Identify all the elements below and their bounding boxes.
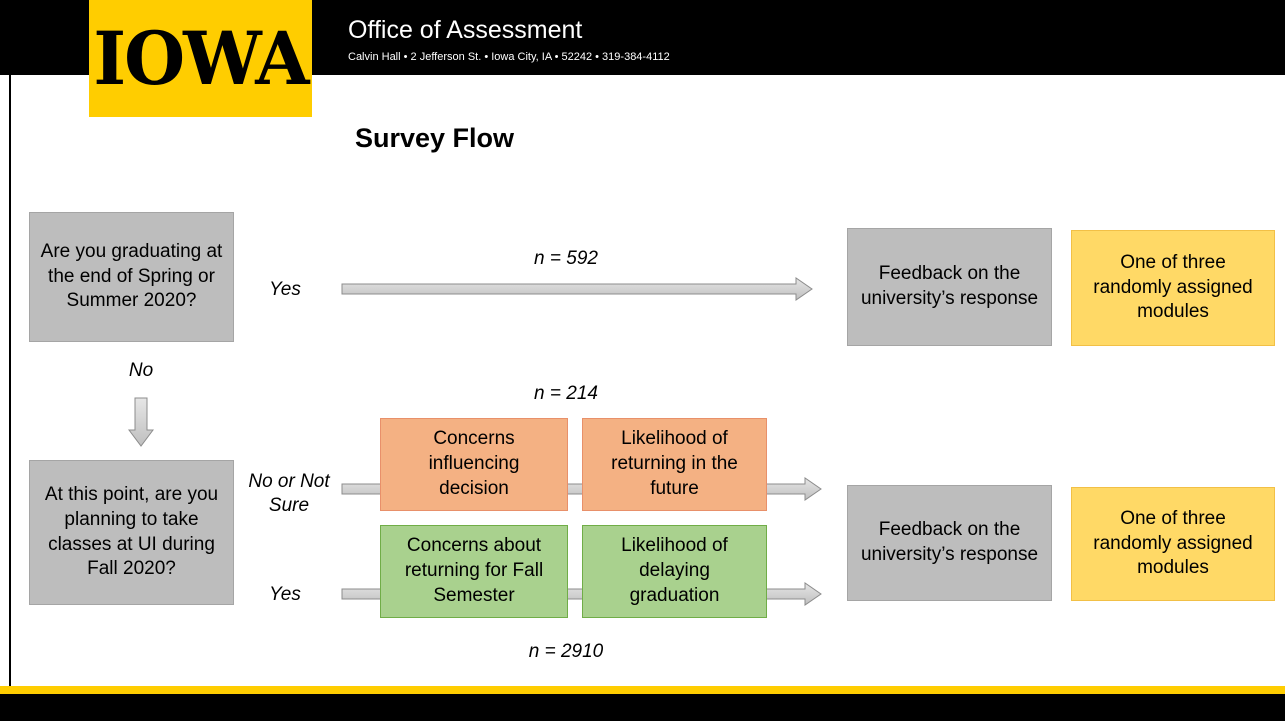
feedback-text-bottom: Feedback on the university’s response [860,519,1039,565]
concerns-decision-text: Concerns influencing decision [428,428,520,499]
label-n-214: n = 214 [534,383,598,404]
logo-text: IOWA [93,14,309,103]
arrow-graduating-yes [341,277,813,301]
likelihood-delay-box: Likelihood of delaying graduation [582,525,767,618]
modules-box-top: One of three randomly assigned modules [1071,230,1275,346]
question-planning-text: At this point, are you planning to take … [44,484,219,580]
label-n-2910: n = 2910 [528,641,604,662]
concerns-decision-box: Concerns influencing decision [380,418,568,511]
feedback-box-top: Feedback on the university’s response [847,228,1052,346]
iowa-logo: IOWA [89,0,312,117]
likelihood-delay-text: Likelihood of delaying graduation [621,535,728,606]
label-q1-yes: Yes [269,279,301,300]
label-no-or-not-sure: No or Not Sure [248,471,330,516]
page-title: Survey Flow [355,123,515,153]
concerns-fall-box: Concerns about returning for Fall Semest… [380,525,568,618]
label-q1-no: No [128,360,154,381]
question-graduating-text: Are you graduating at the end of Spring … [40,240,223,312]
arrow-q1-no [128,397,154,447]
office-address: Calvin Hall • 2 Jefferson St. • Iowa Cit… [348,51,670,63]
concerns-fall-text: Concerns about returning for Fall Semest… [404,535,544,606]
likelihood-returning-text: Likelihood of returning in the future [611,428,738,499]
question-planning-box: At this point, are you planning to take … [29,460,234,605]
left-border [9,75,11,686]
office-title: Office of Assessment [348,16,583,44]
modules-box-bottom: One of three randomly assigned modules [1071,487,1275,601]
feedback-text-top: Feedback on the university’s response [860,263,1039,309]
modules-text-top: One of three randomly assigned modules [1093,251,1253,323]
label-n-592: n = 592 [534,248,598,269]
question-graduating-box: Are you graduating at the end of Spring … [29,212,234,342]
likelihood-returning-box: Likelihood of returning in the future [582,418,767,511]
modules-text-bottom: One of three randomly assigned modules [1093,507,1253,579]
footer-gold-stripe [0,686,1285,694]
feedback-box-bottom: Feedback on the university’s response [847,485,1052,601]
label-q2-yes: Yes [269,584,301,605]
